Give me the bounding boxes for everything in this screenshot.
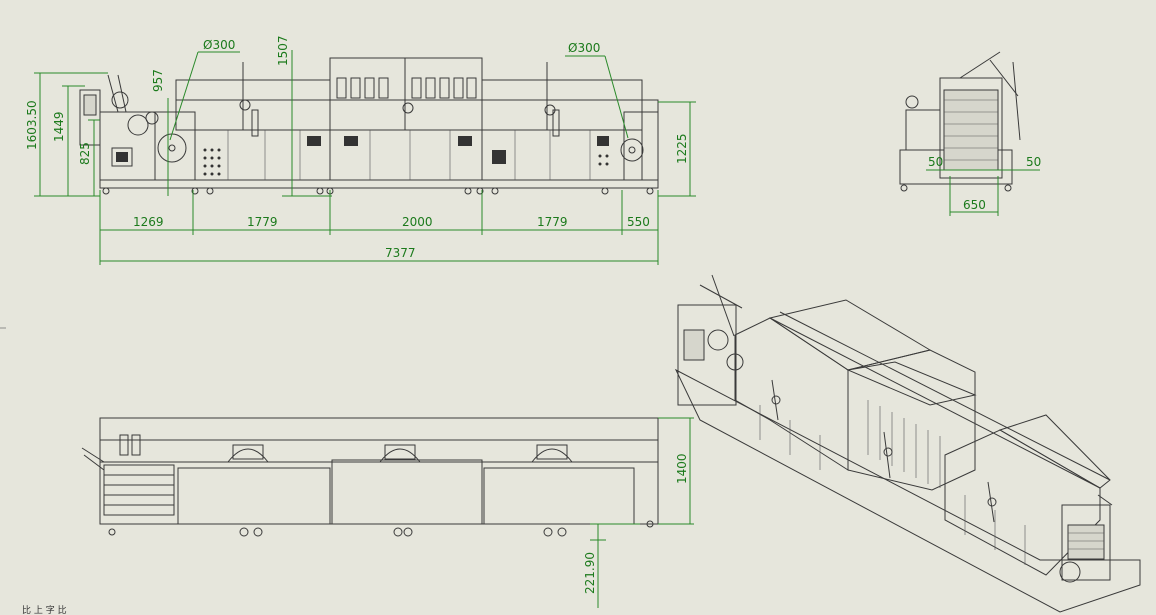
- dim-1779-a: 1779: [247, 215, 278, 229]
- dim-1603-50: 1603.50: [25, 100, 39, 150]
- dim-1225: 1225: [675, 133, 689, 164]
- dim-diameter-left: Ø300: [203, 38, 235, 52]
- dim-7377: 7377: [385, 246, 416, 260]
- dim-221-90: 221.90: [583, 552, 597, 594]
- dim-1449: 1449: [52, 111, 66, 142]
- dim-1779-b: 1779: [537, 215, 568, 229]
- dim-957: 957: [151, 69, 165, 92]
- corner-label: 比 上 字 比: [22, 604, 67, 615]
- dim-diameter-right: Ø300: [568, 41, 600, 55]
- dim-2000: 2000: [402, 215, 433, 229]
- dim-1269: 1269: [133, 215, 164, 229]
- front-view: Ø300 Ø300 957 1507 1603.50 1449 825 1225…: [25, 35, 696, 265]
- side-view: 50 50 650: [899, 51, 1041, 216]
- dim-825: 825: [78, 142, 92, 165]
- dim-1507: 1507: [276, 35, 290, 66]
- dim-50-left: 50: [928, 155, 943, 169]
- dim-650: 650: [963, 198, 986, 212]
- isometric-view: [674, 274, 1141, 613]
- dim-1400: 1400: [675, 453, 689, 484]
- dim-550: 550: [627, 215, 650, 229]
- top-view: 1400 221.90: [81, 417, 694, 608]
- dim-50-right: 50: [1026, 155, 1041, 169]
